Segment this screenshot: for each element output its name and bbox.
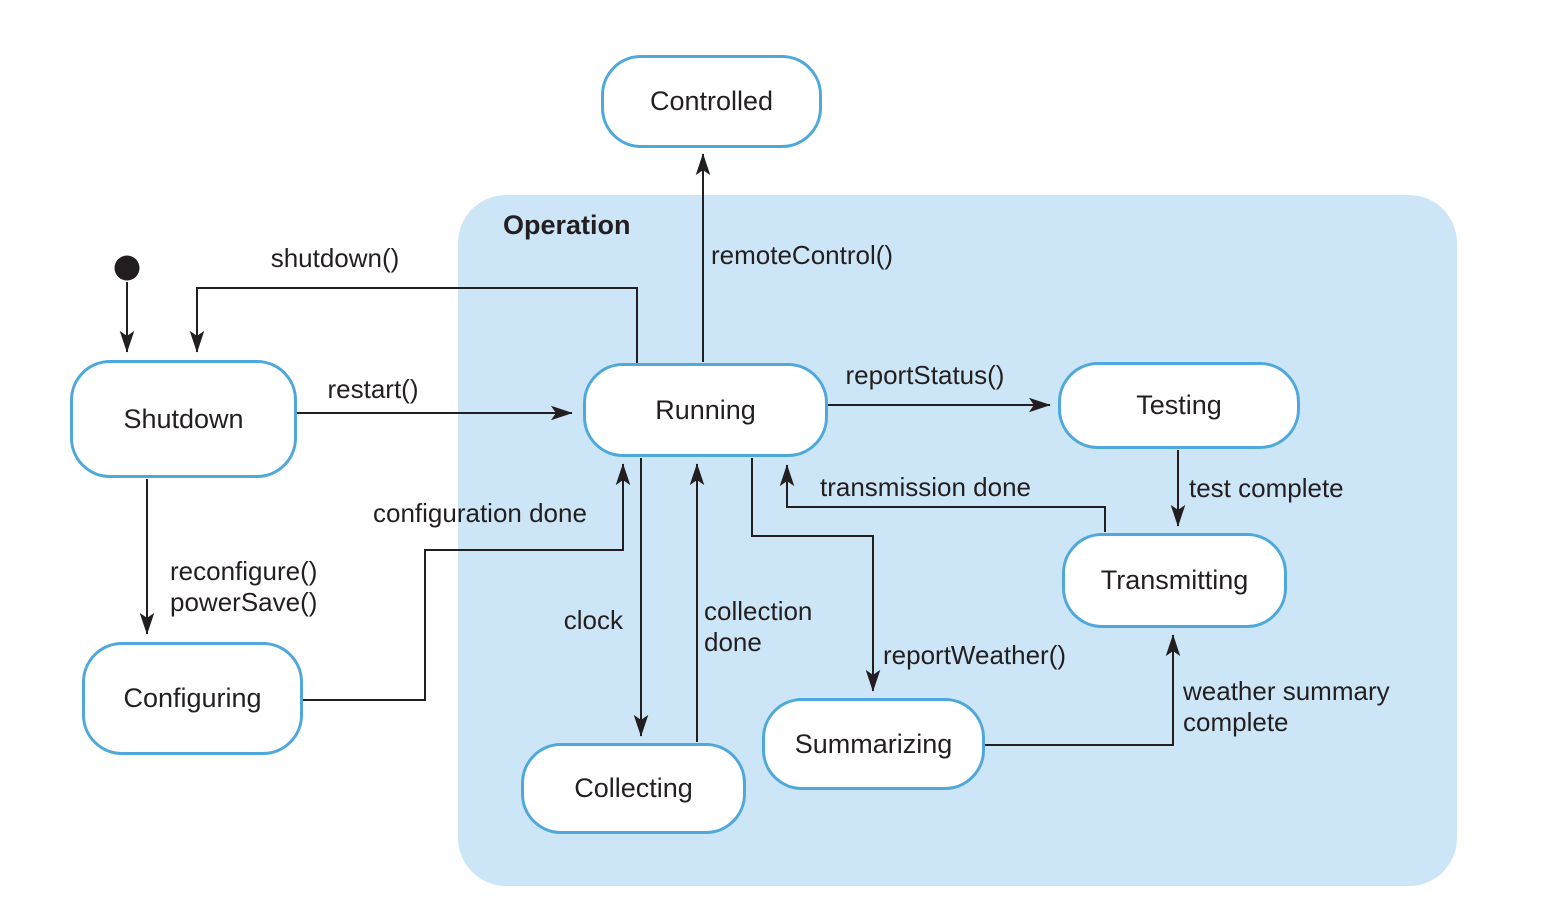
state-testing-label: Testing <box>1136 390 1222 420</box>
state-controlled: Controlled <box>601 55 822 148</box>
transition-label-shutdown-event: shutdown() <box>270 243 400 273</box>
initial-pseudostate-dot <box>114 255 140 281</box>
transition-label-clock: clock <box>563 605 623 635</box>
transition-label-configuration-done: configuration done <box>373 498 587 528</box>
state-transmitting: Transmitting <box>1062 533 1287 628</box>
transition-running-to-summarizing <box>751 458 881 692</box>
state-summarizing: Summarizing <box>762 698 985 790</box>
transition-label-weather-summary-complete: weather summary complete <box>1183 676 1390 738</box>
transition-label-collection-done: collection done <box>704 596 812 658</box>
transition-label-restart: restart() <box>327 374 419 404</box>
transition-running-to-shutdown <box>189 287 638 364</box>
transition-label-weather-summary-line2: complete <box>1183 707 1289 737</box>
state-transmitting-label: Transmitting <box>1100 565 1249 595</box>
transition-summarizing-to-transmitting <box>985 634 1181 746</box>
transition-label-remote-control: remoteControl() <box>711 240 894 270</box>
transition-label-reconfigure-powersave: reconfigure() powerSave() <box>170 556 317 618</box>
state-controlled-label: Controlled <box>649 86 774 116</box>
state-collecting-label: Collecting <box>574 773 693 803</box>
transition-label-reconfigure-line2: powerSave() <box>170 587 318 617</box>
transition-transmitting-to-running <box>779 464 1106 532</box>
transition-label-report-status: reportStatus() <box>845 360 1005 390</box>
state-configuring: Configuring <box>82 642 303 755</box>
transition-configuring-to-running <box>303 463 631 701</box>
transition-label-test-complete: test complete <box>1189 473 1344 503</box>
state-summarizing-label: Summarizing <box>794 728 953 759</box>
transition-label-collection-done-line1: collection <box>704 596 813 626</box>
state-shutdown: Shutdown <box>70 360 297 478</box>
transition-label-collection-done-line2: done <box>704 627 762 657</box>
state-configuring-label: Configuring <box>123 683 262 713</box>
state-shutdown-label: Shutdown <box>123 403 244 434</box>
state-running: Running <box>583 363 828 457</box>
transition-label-report-weather: reportWeather() <box>883 640 1067 670</box>
state-testing: Testing <box>1058 362 1300 449</box>
state-running-label: Running <box>655 394 756 425</box>
transition-label-weather-summary-line1: weather summary <box>1183 676 1390 706</box>
operation-state-label: Operation <box>503 210 631 240</box>
transition-label-reconfigure-line1: reconfigure() <box>170 556 318 586</box>
transition-label-transmission-done: transmission done <box>820 472 1031 502</box>
state-collecting: Collecting <box>521 743 746 834</box>
